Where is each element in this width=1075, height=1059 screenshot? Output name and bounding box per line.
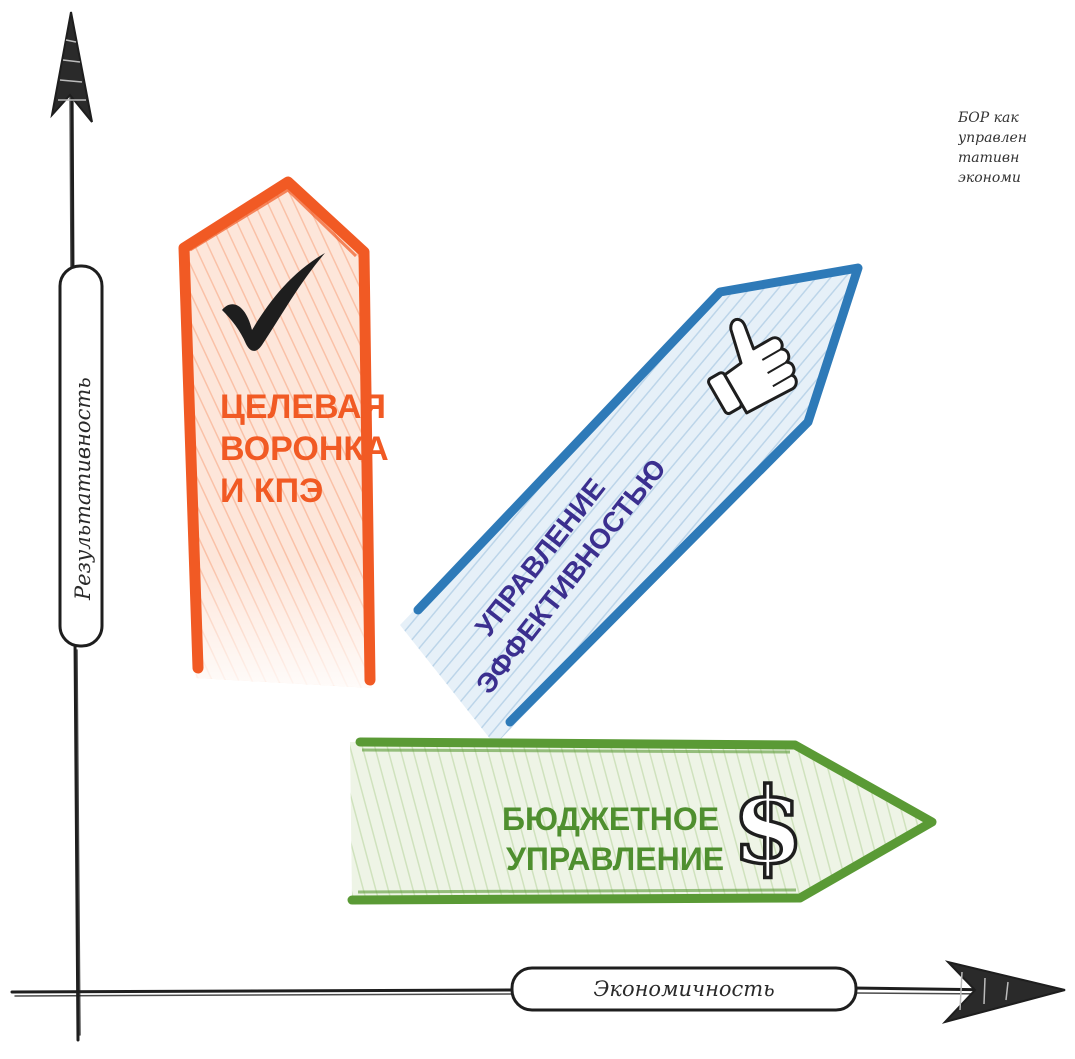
y-axis-arrowhead-icon [50, 11, 93, 123]
green-arrow-outline [347, 737, 937, 905]
orange-arrow-label-line-2: ВОРОНКА [220, 430, 389, 468]
side-note: БОР как управлен тативн экономи [958, 108, 1075, 188]
orange-arrow-label-line-1: ЦЕЛЕВАЯ [220, 388, 386, 426]
thumbs-up-icon [707, 317, 798, 416]
green-arrow-label-line-2: УПРАВЛЕНИЕ [506, 841, 724, 877]
x-axis-label: Экономичность [593, 977, 774, 1001]
x-axis-arrowhead-icon [941, 960, 1066, 1024]
green-arrow-body [350, 742, 932, 900]
y-axis-label-box [58, 264, 104, 648]
orange-arrow-label: ЦЕЛЕВАЯ ВОРОНКА И КПЭ [220, 388, 398, 510]
blue-arrow: УПРАВЛЕНИЕ ЭФФЕКТИВНОСТЬЮ [400, 263, 863, 745]
side-note-line-1: БОР как [958, 110, 1019, 126]
y-axis-label: Результативность [71, 377, 95, 601]
blue-arrow-outline [413, 263, 863, 727]
y-axis: Результативность [50, 11, 104, 1042]
green-arrow-label-line-1: БЮДЖЕТНОЕ [502, 801, 719, 837]
orange-arrow-outline [178, 176, 376, 686]
x-axis: Экономичность [10, 960, 1066, 1024]
dollar-icon: $ [730, 762, 806, 889]
svg-text:$: $ [732, 764, 804, 887]
green-arrow-label: БЮДЖЕТНОЕ УПРАВЛЕНИЕ [502, 801, 728, 877]
side-note-line-2: управлен [958, 130, 1028, 146]
checkmark-icon [222, 253, 325, 351]
side-note-line-4: экономи [958, 170, 1021, 186]
orange-arrow-label-line-3: И КПЭ [220, 472, 323, 510]
side-note-line-3: тативн [958, 150, 1020, 166]
orange-arrow: ЦЕЛЕВАЯ ВОРОНКА И КПЭ [178, 176, 398, 688]
green-arrow: $ БЮДЖЕТНОЕ УПРАВЛЕНИЕ [347, 737, 937, 905]
x-axis-label-box [510, 966, 858, 1012]
